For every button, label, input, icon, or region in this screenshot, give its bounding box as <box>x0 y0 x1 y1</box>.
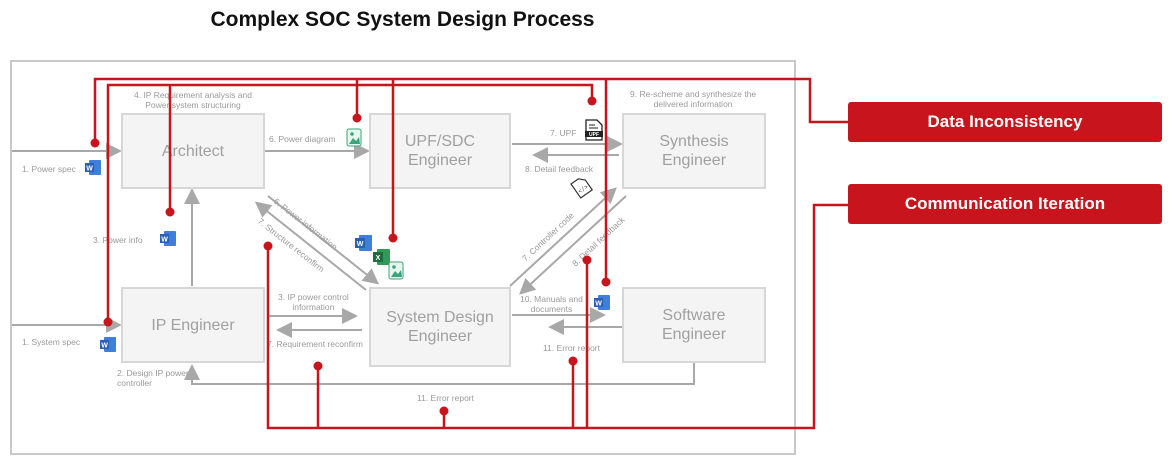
label-upf: 7. UPF <box>550 128 577 138</box>
word-doc-icon: W <box>85 160 101 175</box>
node-system-design-engineer: System Design Engineer <box>369 287 511 367</box>
arrow-controller-code <box>509 187 617 287</box>
excel-icon: X <box>373 249 390 265</box>
communication-iteration-line <box>266 203 848 430</box>
image-file-icon <box>388 261 404 280</box>
issue-marker <box>90 138 100 148</box>
issue-marker <box>263 241 273 251</box>
label-power-diagram: 6. Power diagram <box>269 134 336 144</box>
issue-marker <box>165 207 175 217</box>
label-error-report-right: 11. Error report <box>543 343 601 353</box>
svg-text:W: W <box>595 301 602 308</box>
issue-marker <box>568 356 578 366</box>
label-power-spec: 1. Power spec <box>22 164 76 174</box>
data-inconsistency-line <box>93 77 848 143</box>
upf-file-icon: UPF <box>585 119 603 141</box>
callout-data-inconsistency: Data Inconsistency <box>848 102 1162 142</box>
word-doc-icon: W <box>355 235 372 251</box>
node-synthesis-engineer: Synthesis Engineer <box>622 113 766 189</box>
issue-marker <box>601 277 611 287</box>
arrow-structure-reconfirm <box>254 201 367 291</box>
svg-text:W: W <box>86 166 93 173</box>
label-manuals: 10. Manuals and documents <box>520 294 583 314</box>
label-rescheme: 9. Re-scheme and synthesize the delivere… <box>630 89 757 109</box>
arrow-detail-feedback-diag <box>519 195 627 295</box>
upf-icon-text: UPF <box>589 132 599 138</box>
arrow-power-information <box>267 195 380 285</box>
label-design-ip: 2. Design IP power controller <box>117 368 189 388</box>
label-detail-feedback: 8. Detail feedback <box>525 164 594 174</box>
issue-marker <box>313 361 323 371</box>
word-doc-icon: W <box>594 295 610 310</box>
node-software-engineer: Software Engineer <box>622 287 766 363</box>
label-error-report-bottom: 11. Error report <box>417 393 475 403</box>
label-requirement-reconfirm: 7. Requirement reconfirm <box>267 339 363 349</box>
svg-text:W: W <box>357 241 364 248</box>
svg-text:X: X <box>376 255 381 262</box>
svg-text:W: W <box>161 237 168 244</box>
issue-marker <box>439 406 449 416</box>
label-power-info: 3. Power info <box>93 235 143 245</box>
callout-communication-iteration: Communication Iteration <box>848 184 1162 224</box>
code-file-icon: </> <box>570 178 594 199</box>
node-ip-engineer: IP Engineer <box>121 287 265 363</box>
issue-marker <box>587 96 597 106</box>
image-file-icon <box>346 128 362 147</box>
diagram-frame <box>10 60 796 455</box>
issue-marker <box>582 255 592 265</box>
data-inconsistency-line-2 <box>106 83 594 322</box>
arrow-error-report-bottom <box>184 363 695 385</box>
word-doc-icon: W <box>100 337 116 352</box>
page-title: Complex SOC System Design Process <box>210 8 595 31</box>
word-doc-icon: W <box>160 231 176 246</box>
issue-marker <box>352 113 362 123</box>
svg-text:W: W <box>101 343 108 350</box>
label-system-spec: 1. System spec <box>22 337 81 347</box>
node-architect: Architect <box>121 113 265 189</box>
issue-marker <box>103 317 113 327</box>
label-ip-power-control: 3. IP power control information <box>278 292 349 312</box>
issue-marker <box>388 233 398 243</box>
label-ip-requirement: 4. IP Requirement analysis and Power sys… <box>134 90 252 110</box>
